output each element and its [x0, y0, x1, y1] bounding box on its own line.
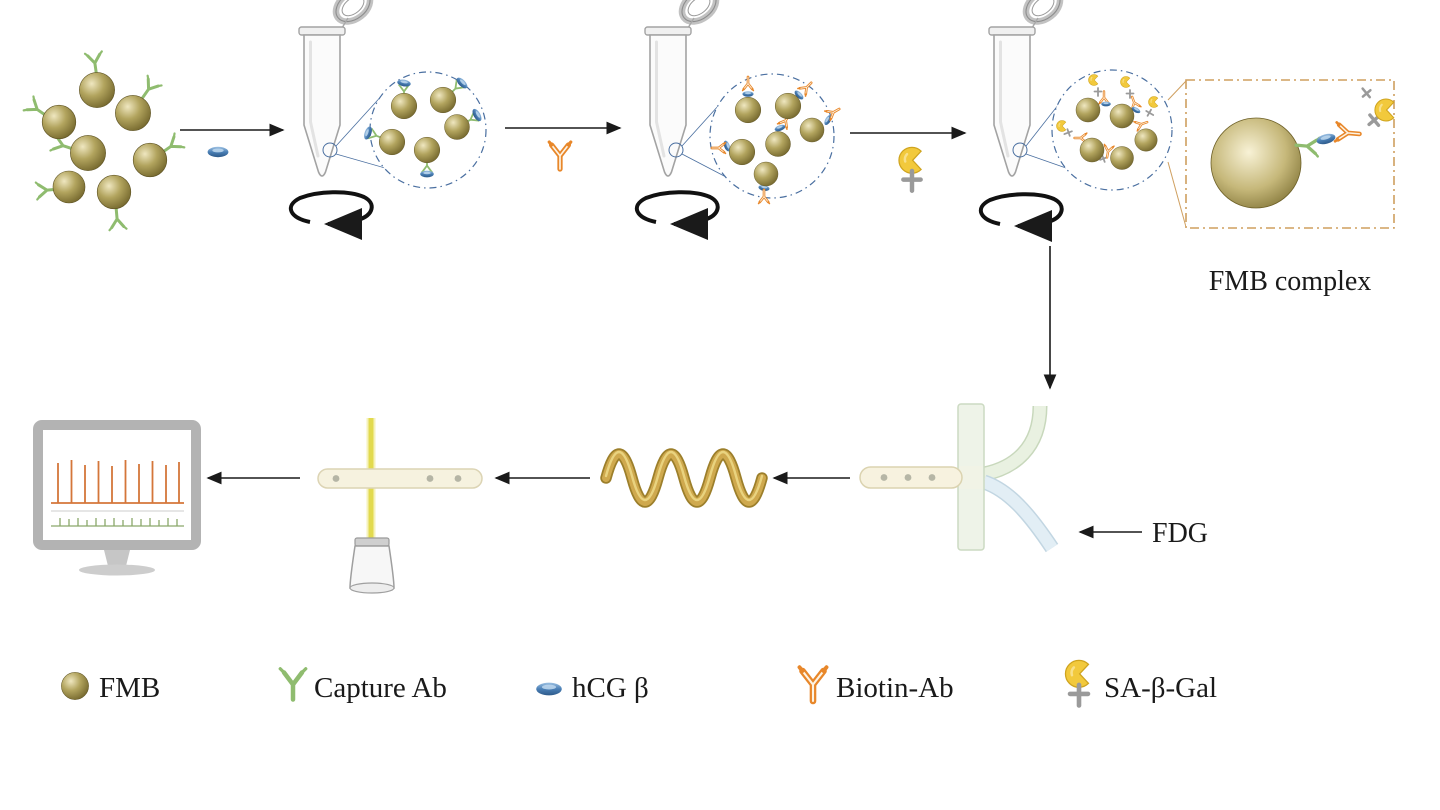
monitor-stand	[104, 550, 130, 566]
biotin-ab-icon	[549, 142, 571, 169]
hcg-beta-icon	[207, 146, 229, 158]
legend-label-capture-ab: Capture Ab	[314, 672, 447, 704]
sa-beta-gal-icon	[1065, 660, 1088, 705]
legend-label-fmb: FMB	[99, 672, 160, 704]
legend: FMB Capture Ab hCG β Biotin-Ab SA-β-Gal	[61, 660, 1217, 705]
fmb-bead-icon	[61, 672, 89, 700]
rotation-arrow-icon	[291, 192, 372, 224]
fmb-complex-label: FMB complex	[1209, 266, 1372, 297]
sa-beta-gal-icon	[899, 147, 921, 190]
legend-label-hcg-beta: hCG β	[572, 672, 649, 704]
biotin-ab-icon	[800, 667, 827, 701]
incubation-coil	[600, 448, 768, 508]
hcg-beta-icon	[536, 682, 562, 696]
droplet-generator-chip	[859, 403, 1059, 553]
fmb-complex-inset	[1167, 79, 1395, 229]
legend-label-sa-beta-gal: SA-β-Gal	[1104, 672, 1217, 704]
signal-trace	[51, 460, 184, 504]
step-arrow-add-biotin-ab	[505, 121, 622, 169]
inset-beads-hcg	[362, 71, 487, 189]
fmb-bead-cluster	[22, 49, 186, 232]
rotation-arrow-icon	[981, 194, 1062, 226]
monitor-base	[79, 564, 155, 576]
legend-label-biotin-ab: Biotin-Ab	[836, 672, 954, 704]
monitor-frame	[33, 420, 201, 550]
droplet-channel	[317, 468, 483, 489]
fdg-annotation: FDG	[1078, 518, 1208, 549]
step-arrow-add-hcg	[180, 123, 285, 158]
capture-ab-icon	[280, 669, 306, 700]
rotation-arrow-icon	[637, 192, 718, 224]
reference-trace	[51, 518, 184, 527]
fdg-label: FDG	[1152, 518, 1208, 549]
inset-beads-biotin	[709, 73, 844, 205]
detection-unit	[317, 418, 483, 594]
inset-fmb-complexes	[1051, 69, 1173, 191]
step-arrow-add-sa-bgal	[850, 126, 967, 191]
mixing-tube-3	[981, 0, 1066, 226]
readout-monitor	[33, 420, 201, 576]
detector-objective	[349, 537, 395, 594]
mixing-tube-1	[291, 0, 386, 224]
fmb-bead-large	[1210, 117, 1302, 209]
